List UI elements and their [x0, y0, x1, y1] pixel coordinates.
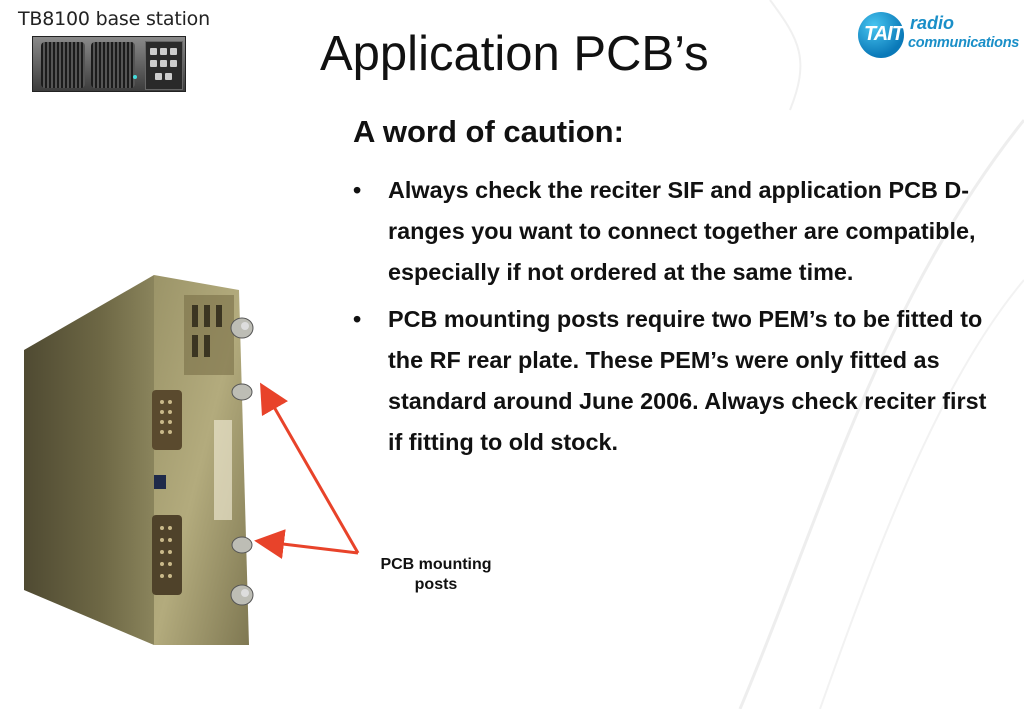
product-label: TB8100 base station [18, 8, 210, 30]
slide-subheading: A word of caution: [353, 114, 624, 149]
bullet-marker: • [353, 177, 362, 203]
bullet-item: • PCB mounting posts require two PEM’s t… [353, 299, 993, 463]
figure-caption: PCB mounting posts [372, 555, 500, 595]
reciter-photo [24, 275, 254, 645]
bullet-list: • Always check the reciter SIF and appli… [353, 170, 993, 469]
base-station-image [32, 36, 186, 92]
caption-line: posts [414, 576, 458, 593]
bullet-item: • Always check the reciter SIF and appli… [353, 170, 993, 293]
bullet-text: Always check the reciter SIF and applica… [388, 177, 976, 285]
logo-mark: TAIT [864, 23, 904, 45]
bullet-marker: • [353, 306, 362, 332]
caption-line: PCB mounting [380, 556, 492, 573]
slide-title: Application PCB’s [320, 27, 709, 81]
logo-line1: radio [910, 13, 955, 33]
logo-line2: communications [908, 35, 1020, 51]
bullet-text: PCB mounting posts require two PEM’s to … [388, 306, 987, 455]
company-logo: TAIT radio communications [858, 10, 1020, 60]
logo-circle [858, 12, 904, 58]
